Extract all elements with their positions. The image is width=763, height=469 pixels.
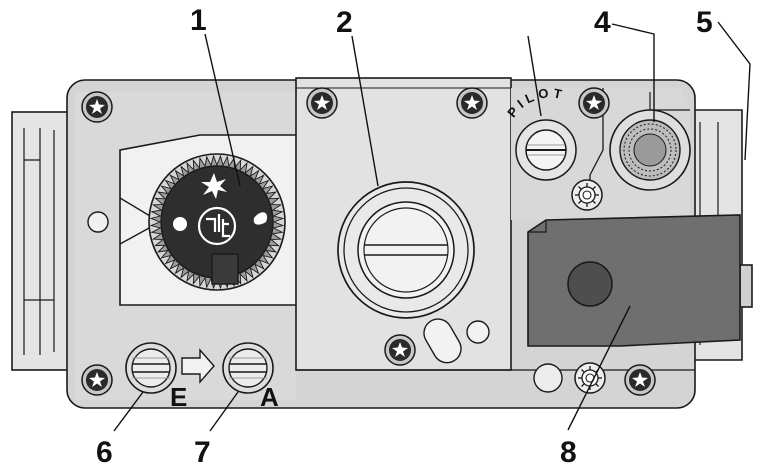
- left-bracket: [11, 111, 75, 371]
- callout-6: 6: [96, 436, 113, 469]
- regulator-cap: [337, 181, 475, 319]
- vent-hole: [466, 320, 490, 344]
- pilot-adjustment: [515, 119, 577, 181]
- mount-screw-top-right: [578, 87, 610, 119]
- adjust-screw-upper: [571, 179, 603, 211]
- mount-screw-top-center-right: [456, 87, 488, 119]
- control-knob: [148, 153, 286, 291]
- callout-5: 5: [696, 6, 713, 39]
- flame-flash-icon: [201, 173, 227, 199]
- callout-7: 7: [194, 436, 211, 469]
- pilot-flame-icon: [253, 212, 268, 225]
- adjust-screw-lower: [574, 362, 606, 394]
- mount-screw-top-center-left: [306, 87, 338, 119]
- outlet-fitting: [609, 109, 691, 191]
- inlet-port-label: E: [170, 382, 187, 412]
- callout-2: 2: [336, 6, 353, 39]
- leader-lines: [113, 21, 751, 432]
- callout-1: 1: [190, 4, 207, 37]
- ignition-dial-icon: [197, 206, 237, 246]
- side-hole: [87, 211, 109, 233]
- solenoid-plug: [567, 261, 613, 307]
- knob-tab: [211, 253, 239, 285]
- mount-screw-bottom-center: [384, 334, 416, 366]
- callout-8: 8: [560, 436, 577, 469]
- callout-4: 4: [594, 6, 611, 39]
- solenoid-housing: [527, 214, 741, 347]
- flow-arrow-icon: [181, 348, 215, 384]
- right-terminal: [739, 264, 753, 308]
- vent-slot: [423, 318, 462, 364]
- mount-screw-bottom-left: [81, 364, 113, 396]
- mount-screw-bottom-right: [624, 364, 656, 396]
- inlet-pressure-port: [125, 342, 177, 394]
- mount-screw-top-left: [81, 91, 113, 123]
- outlet-port-label: A: [260, 382, 279, 412]
- off-dot-icon: [173, 217, 187, 231]
